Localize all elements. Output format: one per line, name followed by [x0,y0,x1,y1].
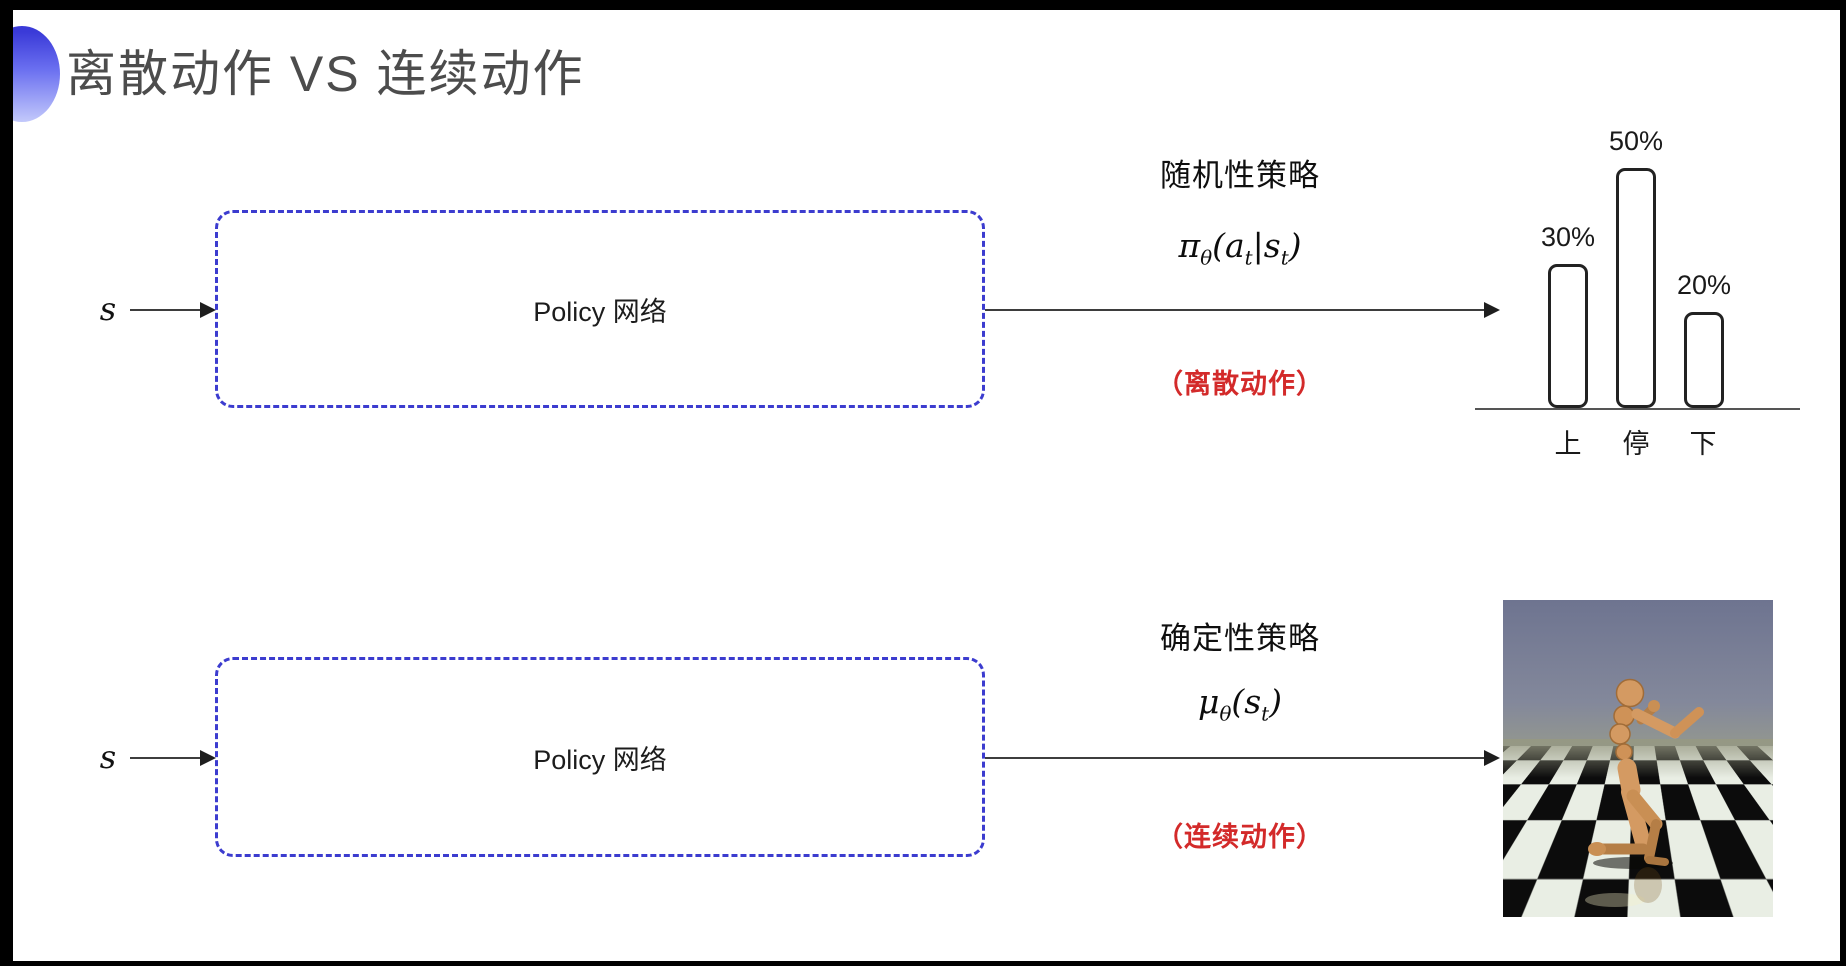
bar-column-down: 20% [1664,270,1744,408]
stochastic-policy-formula: πθ(at|st) [1178,226,1302,270]
bar-category-label: 下 [1689,429,1717,459]
frame-border-top [0,0,1846,10]
bar-column-stop: 50% [1596,126,1676,408]
humanoid-simulation-image [1503,600,1773,917]
frame-border-bottom [0,961,1846,966]
continuous-action-note: （连续动作） [1156,822,1324,852]
top-policy-box: Policy 网络 [215,210,985,408]
bottom-policy-box-label: Policy 网络 [533,744,667,775]
discrete-action-note: （离散动作） [1156,369,1324,399]
bar-column-up: 30% [1528,222,1608,408]
top-state-label: s [99,290,117,328]
probability-bar [1548,264,1588,408]
deterministic-policy-title: 确定性策略 [1160,621,1320,656]
page-title: 离散动作 VS 连续动作 [66,46,585,102]
probability-bar [1616,168,1656,408]
bar-category-label: 上 [1554,429,1582,459]
horizon-haze [1503,739,1773,778]
chart-baseline [1475,408,1800,410]
bottom-state-label: s [99,738,117,776]
probability-bar-chart: 30% 50% 20% 上 停 下 [1470,96,1815,476]
humanoid-robot [1585,678,1704,907]
bar-value-label: 30% [1540,222,1596,252]
bottom-policy-box: Policy 网络 [215,657,985,857]
bar-value-label: 50% [1608,126,1664,156]
deterministic-policy-formula: μθ(st) [1197,682,1282,726]
bar-value-label: 20% [1676,270,1732,300]
bottom-output-arrow [985,750,1500,766]
stochastic-policy-title: 随机性策略 [1160,158,1320,193]
top-policy-box-label: Policy 网络 [533,296,667,327]
frame-border-left [0,0,13,966]
probability-bar [1684,312,1724,408]
bottom-input-arrow [130,750,216,766]
frame-border-right [1840,0,1846,966]
top-input-arrow [130,302,216,318]
bar-category-label: 停 [1622,429,1650,459]
top-output-arrow [985,302,1500,318]
